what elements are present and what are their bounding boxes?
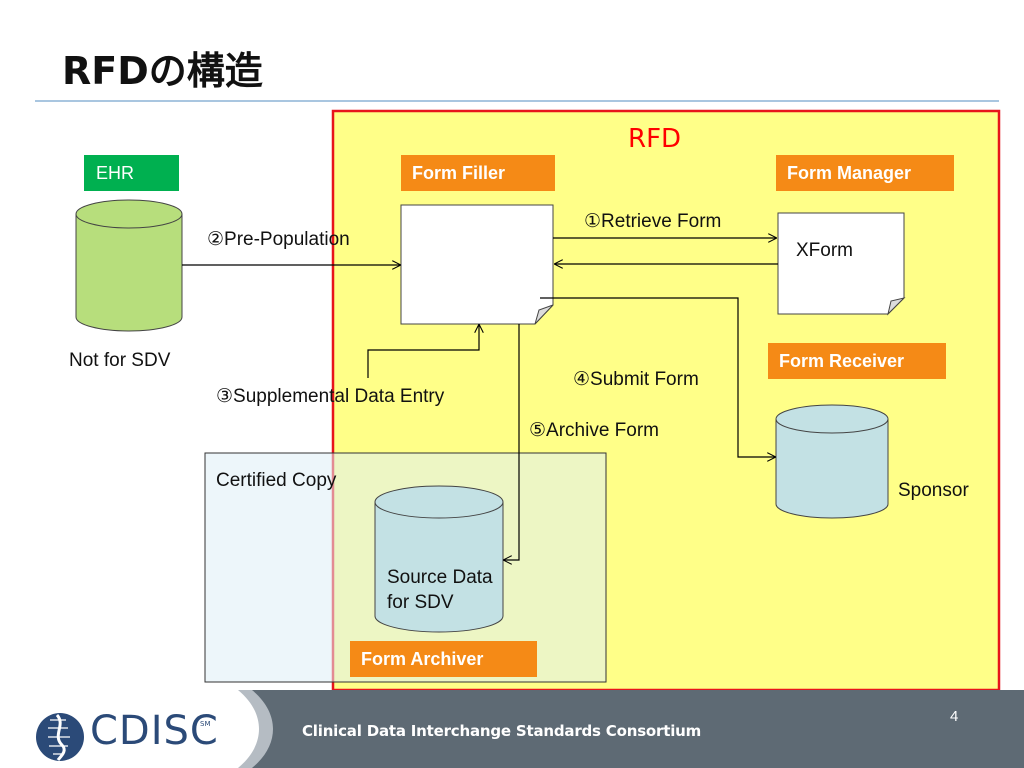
rfd-title: RFD xyxy=(628,124,682,154)
archive-form-arrow xyxy=(504,324,520,560)
form-receiver-label: Form Receiver xyxy=(768,343,946,379)
footer-organization: Clinical Data Interchange Standards Cons… xyxy=(302,722,702,740)
cdisc-logo-mark: SM xyxy=(200,720,211,728)
submit-form-arrow xyxy=(540,297,775,457)
form-manager-label: Form Manager xyxy=(776,155,954,191)
footer-band-accent xyxy=(238,690,273,768)
slide-title: RFDの構造 xyxy=(62,49,263,93)
cdisc-logo-icon xyxy=(36,713,84,761)
title-divider xyxy=(35,100,999,102)
ehr-caption: Not for SDV xyxy=(69,350,171,371)
xform-label: XForm xyxy=(796,240,853,261)
supplemental-data-entry-label: ③Supplemental Data Entry xyxy=(216,386,445,407)
form-filler-label: Form Filler xyxy=(401,155,555,191)
cdisc-logo-text: CDISC xyxy=(90,708,219,754)
archive-form-label: ⑤Archive Form xyxy=(529,420,659,441)
ehr-database-icon xyxy=(75,199,183,332)
pre-population-label: ②Pre-Population xyxy=(207,229,350,250)
footer-band xyxy=(250,690,1024,768)
xform-document-icon xyxy=(777,212,906,316)
ehr-label: EHR xyxy=(84,155,179,191)
sponsor-label: Sponsor xyxy=(898,480,969,501)
form-filler-document-icon xyxy=(400,204,554,325)
page-number: 4 xyxy=(950,708,959,725)
source-data-database-icon xyxy=(374,485,504,633)
source-data-label-line2: for SDV xyxy=(387,592,454,613)
retrieve-form-label: ①Retrieve Form xyxy=(584,211,722,232)
sponsor-database-icon xyxy=(775,404,889,519)
supplemental-entry-arrow xyxy=(367,325,479,378)
source-data-label-line1: Source Data xyxy=(387,567,493,588)
submit-form-label: ④Submit Form xyxy=(573,369,699,390)
form-archiver-label: Form Archiver xyxy=(350,641,537,677)
certified-copy-label: Certified Copy xyxy=(216,470,337,491)
